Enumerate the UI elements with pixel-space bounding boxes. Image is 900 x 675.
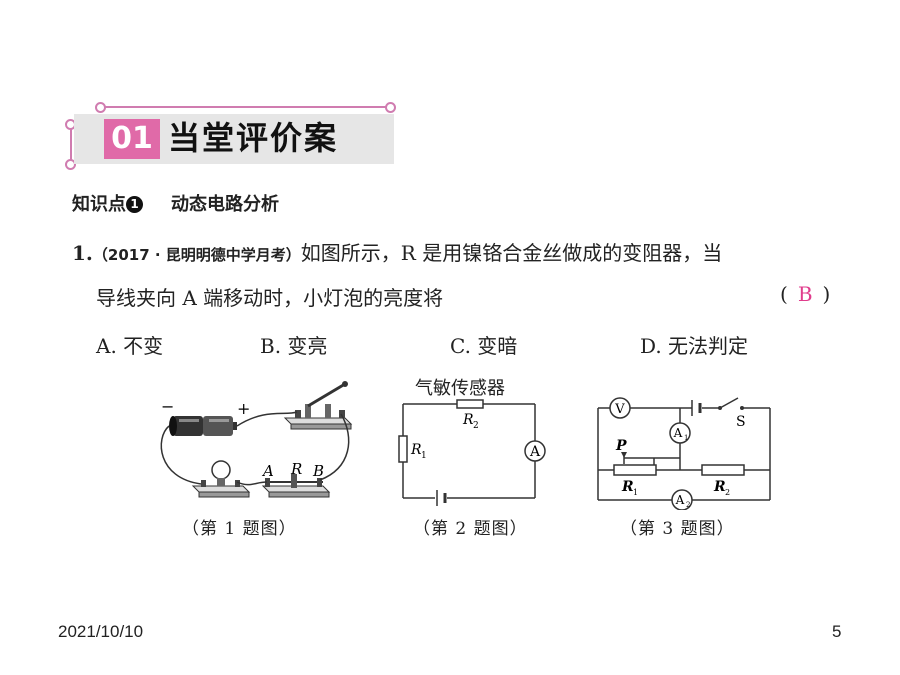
battery-plus: + xyxy=(237,399,250,418)
answer-open-paren: ( xyxy=(780,282,788,306)
section-number: 01 xyxy=(104,119,160,159)
wires xyxy=(402,403,536,499)
banner-dot xyxy=(385,102,396,113)
ammeter-a2-label: A xyxy=(675,493,685,507)
battery-minus: − xyxy=(161,397,174,416)
banner-dot xyxy=(95,102,106,113)
ammeter-icon xyxy=(524,440,546,462)
resistor-r2 xyxy=(701,464,745,476)
voltmeter-icon xyxy=(609,397,631,419)
ammeter-a2-icon xyxy=(671,489,693,510)
r1-subscript: 1 xyxy=(421,451,427,461)
r1-label: R xyxy=(621,479,634,495)
section-title: 当堂评价案 xyxy=(168,119,339,157)
question-source: （2017 · 昆明明德中学月考） xyxy=(92,246,301,264)
answer-close-paren: ) xyxy=(822,282,831,306)
r2-label: R xyxy=(713,479,726,495)
ammeter-a2-subscript: 2 xyxy=(686,501,690,509)
question-text-1: 如图所示，R 是用镍铬合金丝做成的变阻器，当 xyxy=(300,241,723,265)
switch-icon xyxy=(718,397,744,410)
r2-label: R xyxy=(462,412,474,428)
ammeter-a1-icon xyxy=(669,422,691,444)
banner-left-line xyxy=(70,126,72,162)
answer-letter: B xyxy=(797,282,813,306)
section-banner: 01 当堂评价案 xyxy=(65,102,400,170)
label-a: A xyxy=(261,462,274,480)
r2-subscript: 2 xyxy=(725,488,730,497)
r2-subscript: 2 xyxy=(473,421,479,431)
resistor-r1 xyxy=(398,435,408,463)
ammeter-label: A xyxy=(529,444,541,460)
figure-2-caption: （第 2 题图） xyxy=(413,519,528,539)
voltmeter-label: V xyxy=(614,402,625,417)
rheostat-r1 xyxy=(613,464,657,476)
question-line-2: 导线夹向 A 端移动时，小灯泡的亮度将 xyxy=(96,286,444,310)
figure-1-caption: （第 1 题图） xyxy=(182,519,297,539)
figure-3-caption: （第 3 题图） xyxy=(620,519,735,539)
footer-date: 2021/10/10 xyxy=(58,622,144,641)
r1-label: R xyxy=(410,442,422,458)
ammeter-a1-subscript: 1 xyxy=(684,434,688,442)
resistor-r2 xyxy=(456,399,484,409)
lamp-icon xyxy=(191,460,251,498)
r1-subscript: 1 xyxy=(633,488,638,497)
question-number: 1. xyxy=(72,241,93,265)
option-b: B. 变亮 xyxy=(260,334,328,358)
figure-1-circuit: − + A R B xyxy=(160,381,353,498)
banner-dot xyxy=(65,159,76,170)
knife-switch-icon xyxy=(283,381,353,430)
option-d: D. 无法判定 xyxy=(640,334,749,358)
option-c: C. 变暗 xyxy=(450,334,518,358)
wires xyxy=(160,411,350,486)
rheostat-board-icon xyxy=(261,474,331,498)
ammeter-a1-label: A xyxy=(673,426,683,440)
answer-box: ( B) xyxy=(780,282,830,306)
label-b: B xyxy=(312,462,324,480)
question-line-1: 1.（2017 · 昆明明德中学月考）如图所示，R 是用镍铬合金丝做成的变阻器，… xyxy=(72,237,722,266)
option-a: A. 不变 xyxy=(96,334,164,358)
sensor-label: 气敏传感器 xyxy=(415,378,505,399)
slider-p-label: P xyxy=(615,438,627,454)
knowledge-point-index: 1 xyxy=(126,195,143,213)
footer-page-number: 5 xyxy=(832,622,842,641)
figure-3-circuit: S V A 1 A 2 P R 1 R 2 xyxy=(597,397,771,510)
banner-top-line xyxy=(100,106,388,108)
figure-2-circuit: A R 2 R 1 xyxy=(398,399,546,506)
knowledge-point-label: 知识点 xyxy=(72,194,126,215)
switch-label: S xyxy=(736,414,746,430)
wires xyxy=(597,407,771,501)
knowledge-point-topic: 动态电路分析 xyxy=(171,194,279,215)
battery-icon xyxy=(169,416,237,436)
label-r: R xyxy=(290,460,302,478)
